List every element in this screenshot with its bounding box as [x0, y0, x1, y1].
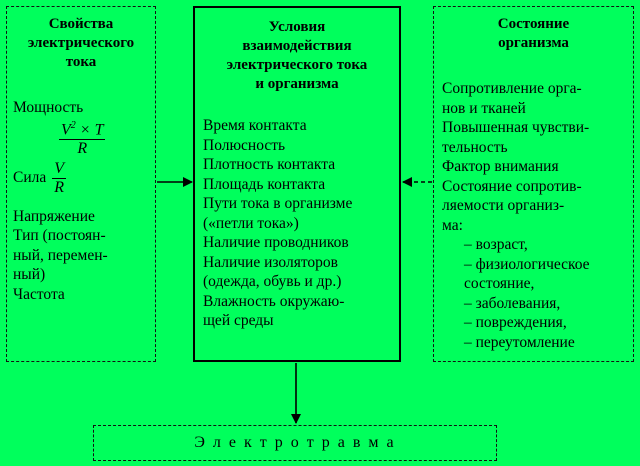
state-subitem: – возраст,: [464, 236, 528, 253]
power-label: Мощность: [13, 99, 84, 116]
condition-item: Плотность контакта: [203, 156, 336, 173]
power-den: R: [77, 139, 88, 157]
force-row: Сила V R: [13, 160, 155, 197]
condition-item: Полюсность: [203, 136, 286, 154]
state-item: Фактор внимания: [442, 158, 559, 175]
state-subitem: – заболевания,: [464, 294, 561, 312]
center-box-title: Условия взаимодействия электрического то…: [226, 19, 368, 92]
condition-item: Площадь контакта: [203, 175, 326, 193]
power-num-exp: 2: [70, 119, 76, 131]
power-num-rest: × T: [75, 120, 104, 138]
condition-item: Время контакта: [203, 117, 307, 134]
electric-current-properties-box: Свойства электрического тока Мощность V2…: [6, 6, 156, 362]
state-subitem: – повреждения,: [464, 314, 567, 331]
organism-state-box: Состояние организма Сопротивление орга- …: [433, 6, 634, 362]
voltage-item: Напряжение: [13, 207, 95, 225]
state-item: Повышенная чувстви- тельность: [442, 119, 590, 156]
state-item: Сопротивление орга- нов и тканей: [442, 80, 582, 117]
state-subitem: – физиологическое состояние,: [464, 255, 590, 293]
force-num: V: [52, 159, 67, 179]
condition-item: Пути тока в организме («петли тока»): [203, 195, 353, 232]
state-item: Состояние сопротив- ляемости организ- ма…: [442, 177, 582, 234]
electrotrauma-box: Э л е к т р о т р а в м а: [93, 425, 497, 461]
current-type-item: Тип (постоян- ный, перемен- ный): [13, 227, 108, 284]
frequency-item: Частота: [13, 285, 65, 303]
power-num-base: V: [61, 120, 71, 138]
left-box-title: Свойства электрического тока: [27, 16, 135, 70]
power-formula: V2 × T R: [59, 120, 155, 158]
condition-item: Наличие проводников: [203, 234, 349, 251]
electrotrauma-label: Э л е к т р о т р а в м а: [194, 434, 396, 451]
condition-item: Влажность окружаю- щей среды: [203, 292, 345, 330]
state-subitem: – переутомление: [464, 333, 575, 351]
right-box-title: Состояние организма: [497, 16, 570, 51]
force-label: Сила: [13, 169, 47, 186]
force-den: R: [54, 178, 65, 196]
condition-item: Наличие изоляторов (одежда, обувь и др.): [203, 253, 342, 291]
interaction-conditions-box: Условия взаимодействия электрического то…: [193, 6, 401, 362]
